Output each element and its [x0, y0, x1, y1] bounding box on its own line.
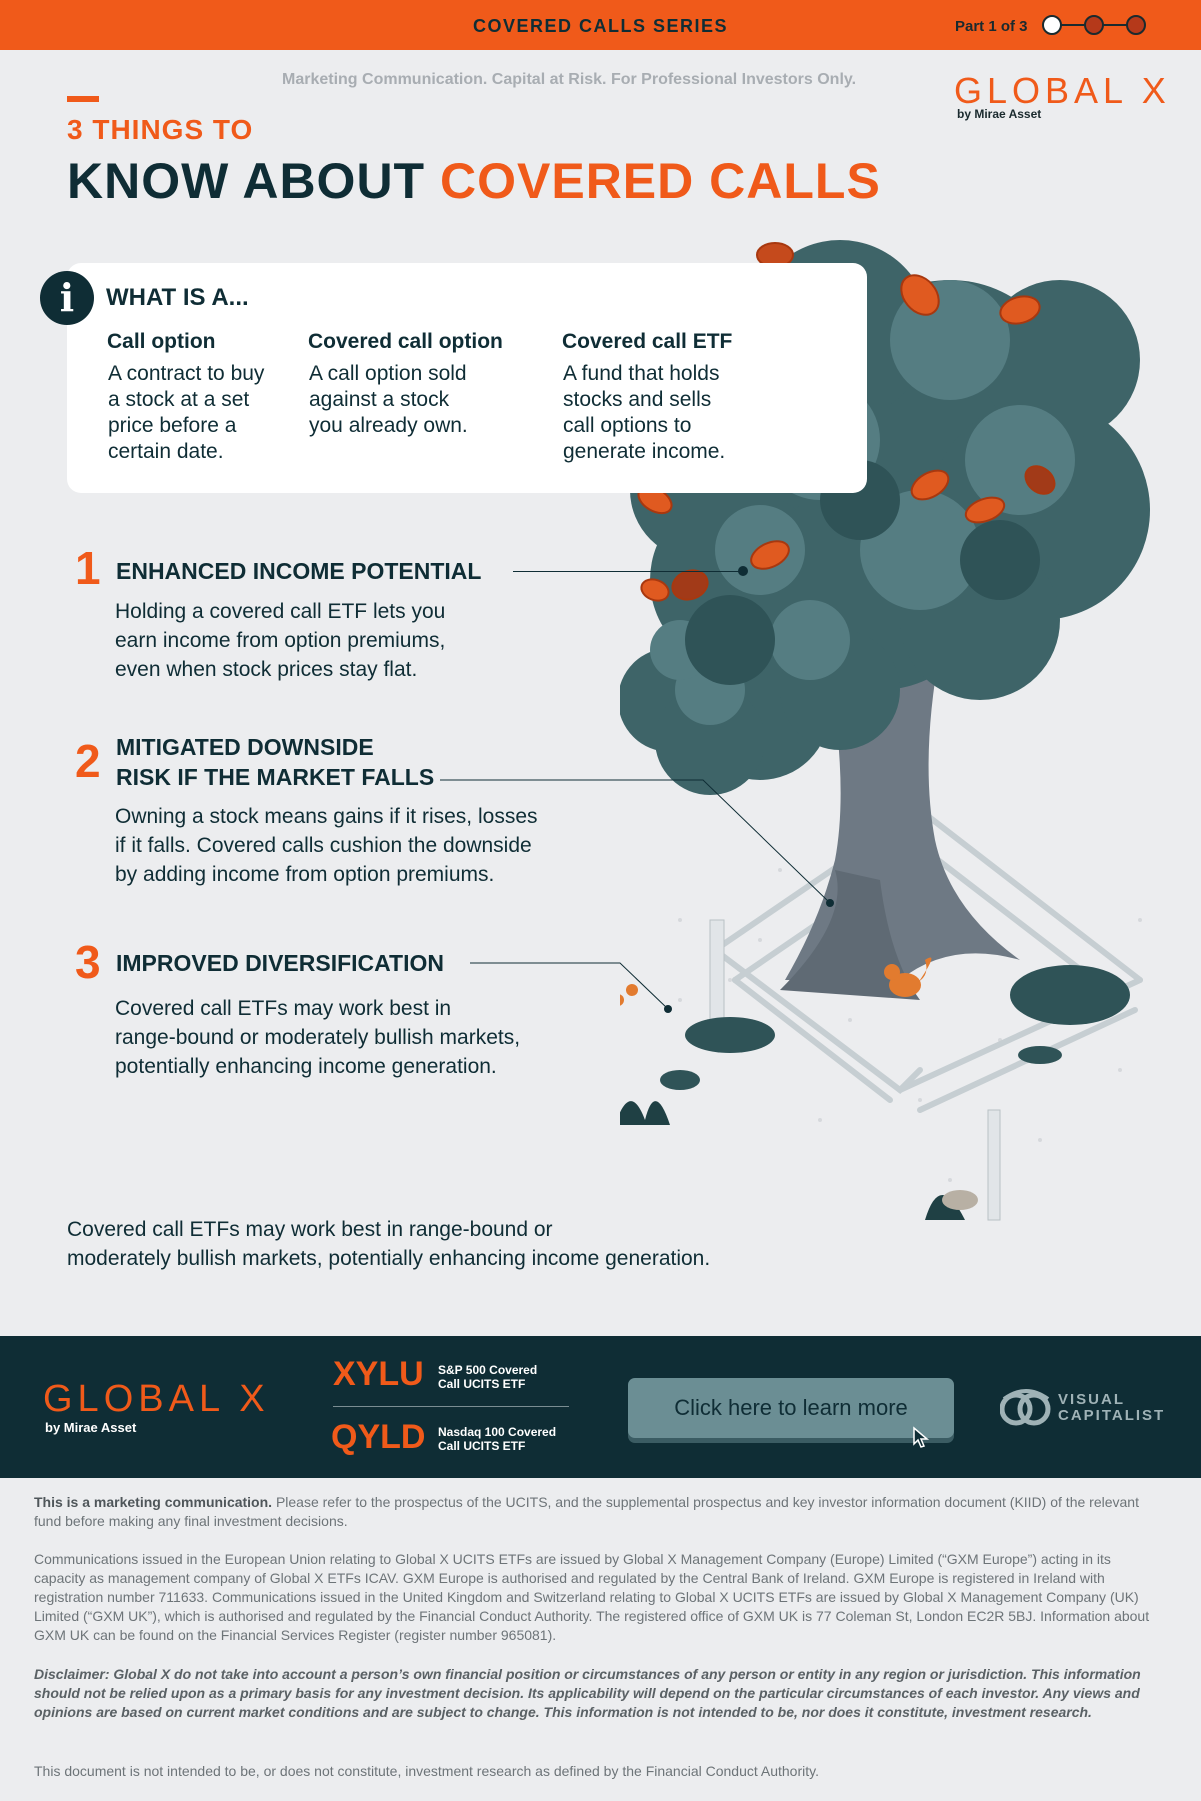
progress-dot-1 [1042, 15, 1062, 35]
definition-line: price before a [108, 414, 237, 437]
closing-statement: Covered call ETFs may work best in range… [67, 1215, 710, 1273]
research-disclaimer: This document is not intended to be, or … [34, 1763, 819, 1779]
fund-description-line: S&P 500 Covered [438, 1363, 538, 1377]
closing-line: moderately bullish markets, potentially … [67, 1247, 711, 1270]
definitions-card [67, 263, 867, 493]
marketing-disclaimer: This is a marketing communication. Pleas… [34, 1493, 1164, 1531]
item-title-line: RISK IF THE MARKET FALLS [116, 764, 435, 790]
definition-line: A fund that holds [563, 362, 720, 385]
disclaimer-italic: Disclaimer: Global X do not take into ac… [34, 1666, 1141, 1720]
global-x-logo: GLOBAL X [954, 70, 1171, 111]
definition-body: A contract to buy a stock at a set price… [108, 361, 264, 465]
title-kicker: 3 THINGS TO [67, 114, 254, 145]
definition-line: against a stock [309, 388, 450, 411]
definitions-heading: WHAT IS A... [106, 284, 249, 311]
footer-logo-byline: by Mirae Asset [45, 1420, 137, 1435]
definition-line: a stock at a set [108, 388, 250, 411]
fund-description-line: Call UCITS ETF [438, 1377, 526, 1391]
regulatory-disclaimer: Communications issued in the European Un… [34, 1551, 1150, 1643]
partner-line: CAPITALIST [1058, 1407, 1166, 1424]
item-body: Covered call ETFs may work best in range… [115, 994, 520, 1081]
definition-line: stocks and sells [563, 388, 712, 411]
item-title: ENHANCED INCOME POTENTIAL [116, 558, 482, 584]
visual-capitalist-logo-icon [1000, 1389, 1051, 1426]
accent-bar [67, 96, 99, 102]
visual-capitalist-logo: VISUAL CAPITALIST [1058, 1392, 1165, 1424]
part-progress [1042, 13, 1150, 37]
definition-title: Covered call option [308, 330, 503, 353]
progress-dot-3 [1126, 15, 1146, 35]
disclaimer-lead: This is a marketing communication. [34, 1494, 273, 1510]
disclaimer-text: Please refer to the prospectus of the UC… [34, 1494, 1139, 1529]
item-title: MITIGATED DOWNSIDE RISK IF THE MARKET FA… [116, 732, 434, 792]
closing-line: Covered call ETFs may work best in range… [67, 1218, 553, 1241]
item-title-line: MITIGATED DOWNSIDE [116, 734, 374, 760]
definition-line: A contract to buy [108, 362, 265, 385]
item-body: Owning a stock means gains if it rises, … [115, 802, 538, 889]
fund-description-line: Nasdaq 100 Covered [438, 1425, 557, 1439]
fund-divider [333, 1406, 569, 1407]
fund-description-line: Call UCITS ETF [438, 1439, 526, 1453]
series-banner [0, 0, 1201, 50]
progress-dot-2 [1084, 15, 1104, 35]
partner-line: VISUAL [1058, 1391, 1126, 1408]
item-body-line: range-bound or moderately bullish market… [115, 1026, 521, 1049]
item-body-line: by adding income from option premiums. [115, 863, 495, 886]
logo-byline: by Mirae Asset [957, 107, 1042, 121]
leader-line [470, 962, 672, 1013]
learn-more-button[interactable]: Click here to learn more [628, 1378, 954, 1438]
item-body-line: Owning a stock means gains if it rises, … [115, 805, 538, 828]
fund-ticker-link[interactable]: QYLD [331, 1418, 426, 1456]
definition-line: A call option sold [309, 362, 467, 385]
fund-description: Nasdaq 100 Covered Call UCITS ETF [438, 1425, 556, 1453]
definition-title: Covered call ETF [562, 330, 733, 353]
item-number: 3 [75, 936, 101, 988]
definition-body: A call option sold against a stock you a… [309, 361, 468, 439]
item-body-line: Covered call ETFs may work best in [115, 997, 452, 1020]
item-body-line: potentially enhancing income generation. [115, 1055, 497, 1078]
info-icon: i [40, 271, 94, 325]
item-body-line: Holding a covered call ETF lets you [115, 600, 446, 623]
item-body-line: even when stock prices stay flat. [115, 658, 418, 681]
definition-line: generate income. [563, 440, 726, 463]
cursor-icon [913, 1426, 930, 1448]
leader-line [513, 571, 743, 572]
definition-title: Call option [107, 330, 216, 353]
definition-line: certain date. [108, 440, 224, 463]
leader-line [440, 779, 834, 907]
footer-global-x-logo: GLOBAL X [43, 1378, 270, 1420]
item-number: 1 [75, 542, 101, 594]
title-part-1: KNOW ABOUT [67, 153, 440, 209]
definition-line: call options to [563, 414, 692, 437]
item-body-line: if it falls. Covered calls cushion the d… [115, 834, 532, 857]
marketing-notice: Marketing Communication. Capital at Risk… [282, 71, 857, 88]
page-title: KNOW ABOUT COVERED CALLS [67, 152, 881, 210]
fund-description: S&P 500 Covered Call UCITS ETF [438, 1363, 537, 1391]
definition-body: A fund that holds stocks and sells call … [563, 361, 725, 465]
title-part-2: COVERED CALLS [440, 153, 881, 209]
part-indicator: Part 1 of 3 [955, 18, 1028, 35]
item-title: IMPROVED DIVERSIFICATION [116, 950, 444, 976]
leader-dot [738, 566, 748, 576]
item-number: 2 [75, 735, 101, 787]
investment-disclaimer: Disclaimer: Global X do not take into ac… [34, 1665, 1164, 1722]
item-body-line: earn income from option premiums, [115, 629, 446, 652]
series-title: COVERED CALLS SERIES [472, 16, 729, 36]
fund-ticker-link[interactable]: XYLU [333, 1355, 424, 1393]
definition-line: you already own. [309, 414, 468, 437]
item-body: Holding a covered call ETF lets you earn… [115, 597, 445, 684]
